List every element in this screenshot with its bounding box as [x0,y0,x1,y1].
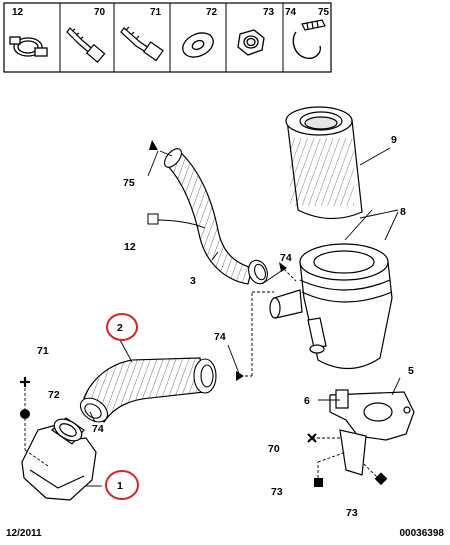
parts-header: 12 70 71 72 73 74 75 [3,2,332,73]
plus-symbol-71 [20,377,30,387]
screw-icon [66,27,106,63]
square-symbol-73-left [314,478,323,487]
callout-12: 12 [124,241,136,253]
callout-3: 3 [190,275,196,287]
callout-75: 75 [123,177,135,189]
footer-reference-number: 00036398 [399,528,445,539]
dot-symbol-72 [20,409,30,419]
callout-2: 2 [117,322,123,334]
nut-icon [237,29,265,56]
hose-clamp-icon [292,31,322,60]
arrow-markers [149,140,287,381]
mounting-bracket [329,389,415,476]
callout-6: 6 [304,395,310,407]
lower-corrugated-hose [79,357,217,423]
callout-74-upper: 74 [280,252,292,264]
arrow-74-right-icon [236,371,244,381]
callout-9: 9 [391,134,397,146]
washer-icon [182,32,214,58]
hose-clamp-band-icon [301,19,326,31]
header-label-75: 75 [318,7,330,18]
bolt-icon [120,26,164,62]
footer-date: 12/2011 [6,528,42,539]
filter-cartridge [285,106,363,220]
highlight-ring-2 [106,313,138,341]
air-filter-housing [269,243,393,370]
header-label-70: 70 [94,7,106,18]
callout-8: 8 [400,206,406,218]
upper-corrugated-hose [164,148,268,285]
callout-74-lower: 74 [92,423,104,435]
intake-duct [21,417,97,501]
square-symbol-12 [147,213,159,225]
hose-clamp-with-tab-icon [9,36,48,57]
callout-1: 1 [117,480,123,492]
arrow-75-icon [149,140,158,150]
diamond-symbol-73-right [374,472,388,486]
highlight-ring-1 [105,470,139,500]
header-label-73: 73 [263,7,275,18]
callout-72: 72 [48,389,60,401]
callout-71: 71 [37,345,49,357]
callout-73-left: 73 [271,486,283,498]
header-label-71: 71 [150,7,162,18]
header-label-74: 74 [285,7,297,18]
arrow-74-upper-icon [279,262,287,272]
callout-70: 70 [268,443,280,455]
callout-74-middle: 74 [214,331,226,343]
cross-symbol-70 [307,433,317,443]
callout-5: 5 [408,365,414,377]
header-label-72: 72 [206,7,218,18]
header-label-12: 12 [12,7,24,18]
callout-73-right: 73 [346,507,358,519]
